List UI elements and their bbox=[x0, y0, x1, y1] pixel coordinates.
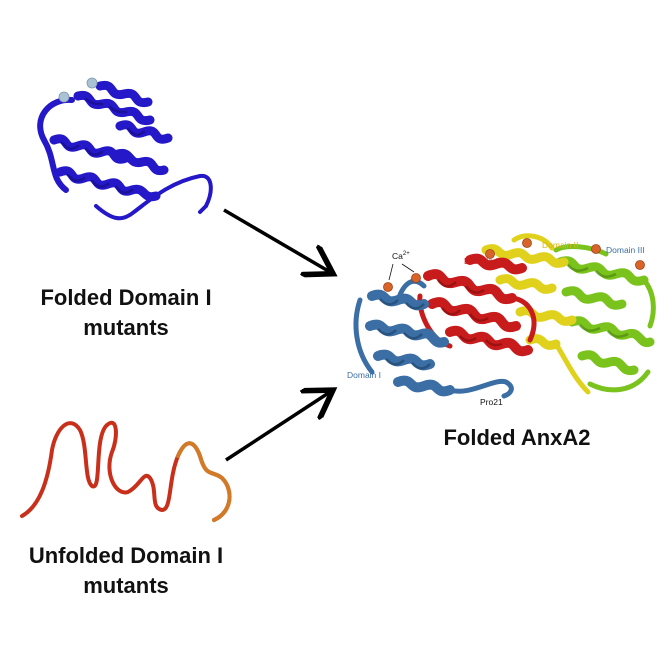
domain-iv-ribbon bbox=[417, 253, 537, 357]
calcium-ion bbox=[522, 238, 532, 248]
calcium-ion bbox=[383, 282, 393, 292]
ca-label: Ca2+ bbox=[392, 251, 410, 261]
unfolded-domain-i-structure bbox=[20, 421, 232, 522]
pro21-label: Pro21 bbox=[480, 397, 503, 407]
ion-sphere bbox=[58, 91, 70, 103]
calcium-ion bbox=[411, 273, 421, 283]
arrow-folded-to-anxa2 bbox=[223, 208, 330, 272]
domain-iv-label: Domain IV bbox=[464, 256, 504, 266]
folded-domain-label-line2: mutants bbox=[83, 315, 169, 340]
domain-i-label: Domain I bbox=[347, 370, 381, 380]
arrow-unfolded-to-anxa2 bbox=[225, 392, 330, 462]
ca-pointer bbox=[388, 263, 394, 281]
folded-domain-i-structure bbox=[37, 77, 213, 221]
calcium-ions bbox=[383, 238, 645, 292]
domain-iii-label: Domain III bbox=[606, 245, 645, 255]
folded-domain-label-line1: Folded Domain I bbox=[40, 285, 211, 310]
folded-anxa2-label: Folded AnxA2 bbox=[443, 425, 590, 450]
domain-ii-label: Domain II bbox=[542, 240, 578, 250]
ion-sphere bbox=[86, 77, 98, 89]
anxa2-structure: Ca2+ Domain IV Domain II Domain III Doma… bbox=[347, 233, 656, 407]
unfolded-domain-label-line2: mutants bbox=[83, 573, 169, 598]
calcium-ion bbox=[635, 260, 645, 270]
calcium-ion bbox=[485, 249, 495, 259]
domain-iii-ribbon bbox=[553, 244, 656, 393]
calcium-ion bbox=[591, 244, 601, 254]
unfolded-domain-label-line1: Unfolded Domain I bbox=[29, 543, 223, 568]
ca-pointer bbox=[401, 263, 415, 273]
